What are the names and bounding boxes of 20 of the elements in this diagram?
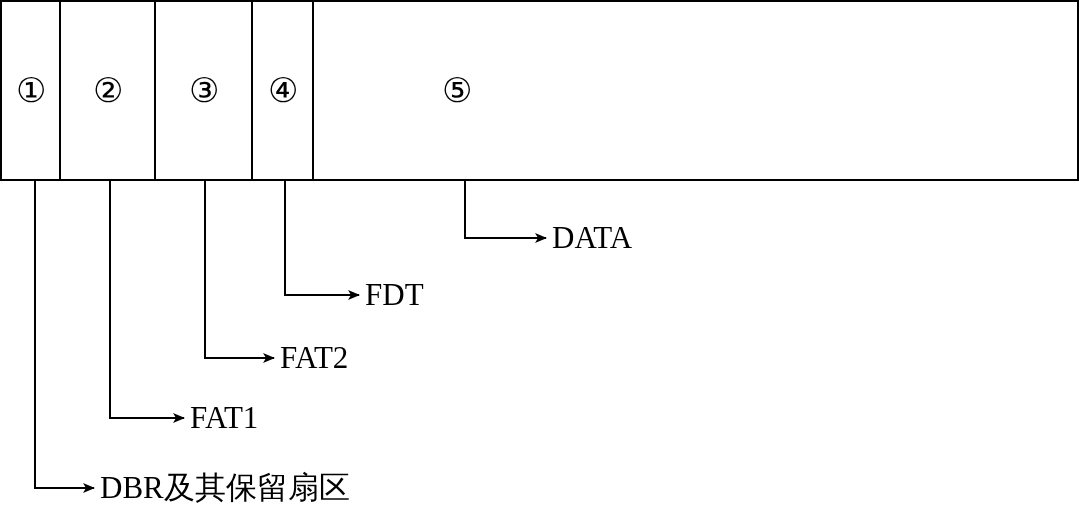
leader-arrow	[204, 180, 275, 363]
leader-arrow	[109, 180, 185, 423]
area-label: FAT2	[280, 340, 349, 376]
area-label: DBR及其保留扇区	[100, 470, 350, 506]
segment-cell	[154, 0, 253, 181]
segment-cell	[59, 0, 156, 181]
segment-cell	[251, 0, 314, 181]
area-label: FDT	[365, 277, 424, 313]
circled-number: ⑤	[442, 73, 472, 108]
circled-number: ②	[92, 73, 123, 108]
leader-arrow	[284, 180, 360, 300]
leader-arrow	[464, 180, 547, 243]
segment-cell	[0, 0, 61, 181]
area-label: FAT1	[190, 400, 259, 436]
circled-number: ④	[267, 73, 298, 108]
circled-number: ③	[188, 73, 219, 108]
leader-arrow	[34, 180, 95, 493]
segment-cell	[312, 0, 1079, 181]
circled-number: ①	[15, 73, 46, 108]
area-label: DATA	[552, 220, 633, 256]
